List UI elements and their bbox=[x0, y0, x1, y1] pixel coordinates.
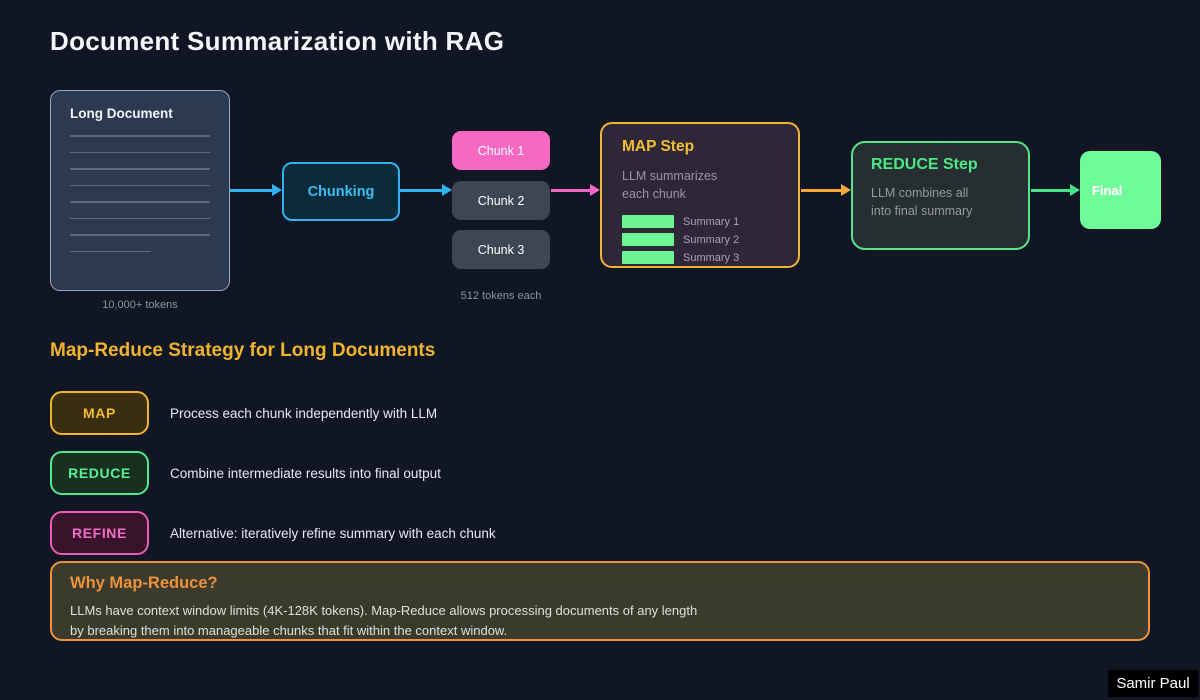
strategy-section-heading: Map-Reduce Strategy for Long Documents bbox=[50, 340, 436, 361]
document-text-line bbox=[70, 184, 210, 186]
legend-row-reduce: REDUCE Combine intermediate results into… bbox=[50, 451, 950, 495]
summary-1-label: Summary 1 bbox=[683, 215, 740, 228]
reduce-step-node: REDUCE Step LLM combines all into final … bbox=[851, 141, 1030, 250]
long-document-title: Long Document bbox=[70, 106, 173, 121]
summary-bar-icon bbox=[622, 251, 674, 264]
arrow-head-icon bbox=[272, 184, 282, 196]
arrow-chunks-to-map bbox=[551, 183, 600, 197]
chunk-2-node: Chunk 2 bbox=[452, 181, 550, 220]
arrow-map-to-reduce bbox=[801, 183, 851, 197]
map-description: Process each chunk independently with LL… bbox=[170, 405, 438, 421]
chunk-2-label: Chunk 2 bbox=[477, 193, 525, 208]
map-step-title: MAP Step bbox=[622, 138, 695, 155]
map-badge: MAP bbox=[50, 391, 149, 435]
why-body-line1: LLMs have context window limits (4K-128K… bbox=[70, 603, 698, 618]
chunk-1-label: Chunk 1 bbox=[477, 143, 525, 158]
arrow-head-icon bbox=[590, 184, 600, 196]
long-document-caption: 10,000+ tokens bbox=[102, 299, 178, 311]
document-text-line bbox=[70, 151, 210, 153]
document-text-line bbox=[70, 234, 210, 236]
chunk-3-node: Chunk 3 bbox=[452, 230, 550, 269]
arrow-reduce-to-final bbox=[1031, 183, 1080, 197]
page-title: Document Summarization with RAG bbox=[50, 26, 505, 56]
long-document-node: Long Document bbox=[50, 90, 230, 291]
refine-description: Alternative: iteratively refine summary … bbox=[170, 525, 496, 541]
final-summary-node: Final bbox=[1080, 151, 1161, 229]
arrow-shaft bbox=[1031, 188, 1070, 192]
why-map-reduce-callout: Why Map-Reduce? LLMs have context window… bbox=[50, 561, 1150, 641]
summary-row: Summary 3 bbox=[622, 251, 778, 264]
arrow-head-icon bbox=[1070, 184, 1080, 196]
document-text-line bbox=[70, 217, 210, 219]
document-text-line bbox=[70, 250, 152, 252]
map-step-desc-line1: LLM summarizes bbox=[622, 169, 718, 183]
chunking-node: Chunking bbox=[282, 162, 400, 221]
summary-3-label: Summary 3 bbox=[683, 251, 740, 264]
arrow-shaft bbox=[551, 188, 590, 192]
reduce-badge: REDUCE bbox=[50, 451, 149, 495]
document-text-line bbox=[70, 201, 210, 203]
final-label: Final bbox=[1092, 182, 1123, 198]
arrow-shaft bbox=[400, 188, 442, 192]
legend-row-refine: REFINE Alternative: iteratively refine s… bbox=[50, 511, 950, 555]
summary-row: Summary 2 bbox=[622, 233, 778, 246]
map-step-desc-line2: each chunk bbox=[622, 187, 686, 201]
reduce-step-desc-line2: into final summary bbox=[871, 204, 973, 218]
summaries-list: Summary 1 Summary 2 Summary 3 bbox=[622, 215, 778, 264]
summary-bar-icon bbox=[622, 215, 674, 228]
summary-2-label: Summary 2 bbox=[683, 233, 740, 246]
map-step-node: MAP Step LLM summarizes each chunk Summa… bbox=[600, 122, 800, 268]
chunk-1-node: Chunk 1 bbox=[452, 131, 550, 170]
chunking-label: Chunking bbox=[307, 183, 375, 200]
refine-badge: REFINE bbox=[50, 511, 149, 555]
reduce-step-desc-line1: LLM combines all bbox=[871, 186, 969, 200]
reduce-step-title: REDUCE Step bbox=[871, 156, 978, 173]
summary-bar-icon bbox=[622, 233, 674, 246]
document-text-line bbox=[70, 168, 210, 170]
chunks-caption: 512 tokens each bbox=[460, 290, 542, 302]
arrow-head-icon bbox=[841, 184, 851, 196]
legend-row-map: MAP Process each chunk independently wit… bbox=[50, 391, 950, 435]
document-text-line bbox=[70, 135, 210, 137]
arrow-chunking-to-chunks bbox=[400, 183, 452, 197]
arrow-head-icon bbox=[442, 184, 452, 196]
author-watermark: Samir Paul bbox=[1108, 670, 1198, 697]
reduce-description: Combine intermediate results into final … bbox=[170, 465, 441, 481]
summary-row: Summary 1 bbox=[622, 215, 778, 228]
why-title: Why Map-Reduce? bbox=[70, 574, 218, 592]
arrow-shaft bbox=[801, 188, 841, 192]
arrow-document-to-chunking bbox=[230, 183, 282, 197]
chunk-3-label: Chunk 3 bbox=[477, 242, 525, 257]
why-body-line2: by breaking them into manageable chunks … bbox=[70, 623, 508, 638]
arrow-shaft bbox=[230, 188, 272, 192]
